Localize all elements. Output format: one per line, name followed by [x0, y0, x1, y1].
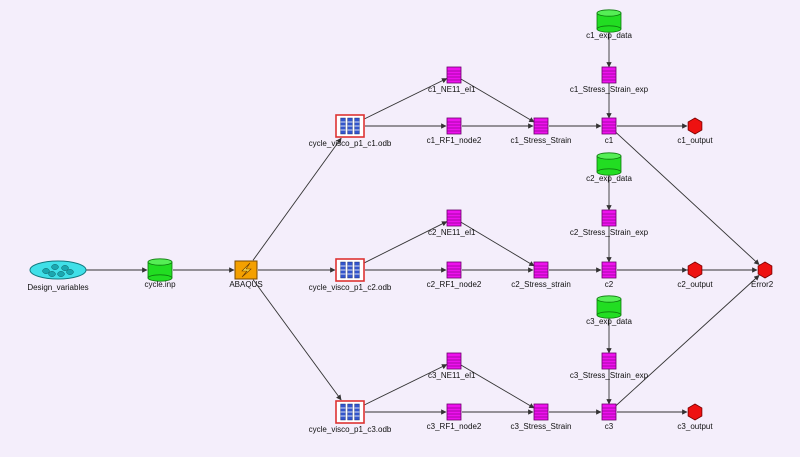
edge-odb1-to-ne1 — [363, 78, 448, 120]
node-ne1[interactable]: c1_NE11_el1 — [428, 66, 476, 94]
data-node-icon — [601, 117, 617, 135]
node-ss2[interactable]: c2_Stress_strain — [511, 261, 571, 289]
node-label: c1_output — [677, 136, 713, 145]
node-label: c2_exp_data — [586, 174, 632, 183]
node-label: c3 — [605, 422, 614, 431]
node-out3[interactable]: c3_output — [677, 403, 713, 431]
data-node-icon — [446, 66, 462, 84]
data-node-icon — [446, 117, 462, 135]
nodes-layer: Design_variables cycle.inp ABAQUS cycle_vis… — [27, 9, 774, 434]
data-node-icon — [601, 66, 617, 84]
node-c3[interactable]: c3 — [601, 403, 617, 431]
node-label: c3_output — [677, 422, 713, 431]
edge-abaqus-to-odb1 — [252, 137, 342, 261]
edge-odb2-to-ne2 — [363, 221, 448, 264]
data-node-icon — [533, 261, 549, 279]
data-file-icon — [596, 295, 622, 319]
node-sse3[interactable]: c3_Stress_Strain_exp — [570, 352, 649, 380]
node-odb3[interactable]: cycle_visco_p1_c3.odb — [309, 400, 392, 434]
node-label: cycle_visco_p1_c3.odb — [309, 425, 392, 434]
node-rf3[interactable]: c3_RF1_node2 — [427, 403, 482, 431]
node-label: cycle.inp — [144, 280, 176, 289]
data-node-icon — [446, 352, 462, 370]
node-label: c1_Stress_Strain — [511, 136, 572, 145]
data-file-icon — [147, 258, 173, 282]
abaqus-solver-icon — [234, 260, 258, 280]
node-rf1[interactable]: c1_RF1_node2 — [427, 117, 482, 145]
node-abaqus[interactable]: ABAQUS — [229, 260, 263, 289]
node-label: c3_exp_data — [586, 317, 632, 326]
data-node-icon — [533, 403, 549, 421]
node-label: c1 — [605, 136, 614, 145]
node-label: cycle_visco_p1_c1.odb — [309, 139, 392, 148]
output-node-icon — [687, 403, 703, 421]
edge-abaqus-to-odb3 — [252, 279, 342, 401]
node-ne2[interactable]: c2_NE11_el1 — [428, 209, 476, 237]
output-node-icon — [757, 261, 773, 279]
edges-layer — [86, 29, 760, 415]
data-node-icon — [533, 117, 549, 135]
node-label: c1_exp_data — [586, 31, 632, 40]
edge-ne2-to-ss2 — [460, 221, 535, 267]
node-c1[interactable]: c1 — [601, 117, 617, 145]
node-label: cycle_visco_p1_c2.odb — [309, 283, 392, 292]
edge-ne3-to-ss3 — [460, 364, 535, 409]
edge-ne1-to-ss1 — [460, 78, 535, 123]
node-label: Design_variables — [27, 283, 88, 292]
node-label: Error2 — [751, 280, 774, 289]
node-label: c2_RF1_node2 — [427, 280, 482, 289]
node-label: c1_Stress_Strain_exp — [570, 85, 649, 94]
edge-c3-to-error2 — [614, 275, 760, 407]
data-node-icon — [601, 403, 617, 421]
data-node-icon — [446, 403, 462, 421]
data-node-icon — [601, 261, 617, 279]
node-label: ABAQUS — [229, 280, 262, 289]
node-rf2[interactable]: c2_RF1_node2 — [427, 261, 482, 289]
data-node-icon — [601, 209, 617, 227]
node-label: c1_NE11_el1 — [428, 85, 476, 94]
output-node-icon — [687, 261, 703, 279]
odb-result-icon — [335, 114, 365, 138]
data-node-icon — [601, 352, 617, 370]
node-ss1[interactable]: c1_Stress_Strain — [511, 117, 572, 145]
node-exp3[interactable]: c3_exp_data — [586, 295, 632, 326]
node-label: c3_Stress_Strain_exp — [570, 371, 649, 380]
node-label: c3_NE11_el1 — [428, 371, 476, 380]
node-label: c2 — [605, 280, 614, 289]
edge-c1-to-error2 — [614, 131, 760, 265]
data-file-icon — [596, 9, 622, 33]
node-out1[interactable]: c1_output — [677, 117, 713, 145]
odb-result-icon — [335, 258, 365, 282]
node-label: c1_RF1_node2 — [427, 136, 482, 145]
node-label: c2_Stress_strain — [511, 280, 571, 289]
output-node-icon — [687, 117, 703, 135]
data-file-icon — [596, 152, 622, 176]
node-cycle-inp[interactable]: cycle.inp — [144, 258, 176, 289]
node-label: c3_Stress_Strain — [511, 422, 572, 431]
design-variables-icon — [29, 260, 87, 280]
node-c2[interactable]: c2 — [601, 261, 617, 289]
node-ss3[interactable]: c3_Stress_Strain — [511, 403, 572, 431]
node-label: c2_Stress_Strain_exp — [570, 228, 649, 237]
node-ne3[interactable]: c3_NE11_el1 — [428, 352, 476, 380]
node-label: c2_output — [677, 280, 713, 289]
node-design-variables[interactable]: Design_variables — [27, 260, 89, 292]
node-sse2[interactable]: c2_Stress_Strain_exp — [570, 209, 649, 237]
node-exp2[interactable]: c2_exp_data — [586, 152, 632, 183]
node-exp1[interactable]: c1_exp_data — [586, 9, 632, 40]
data-node-icon — [446, 209, 462, 227]
node-label: c2_NE11_el1 — [428, 228, 476, 237]
odb-result-icon — [335, 400, 365, 424]
data-node-icon — [446, 261, 462, 279]
node-sse1[interactable]: c1_Stress_Strain_exp — [570, 66, 649, 94]
node-odb2[interactable]: cycle_visco_p1_c2.odb — [309, 258, 392, 292]
edge-odb3-to-ne3 — [363, 364, 448, 406]
node-out2[interactable]: c2_output — [677, 261, 713, 289]
node-error2[interactable]: Error2 — [751, 261, 774, 289]
node-label: c3_RF1_node2 — [427, 422, 482, 431]
node-odb1[interactable]: cycle_visco_p1_c1.odb — [309, 114, 392, 148]
